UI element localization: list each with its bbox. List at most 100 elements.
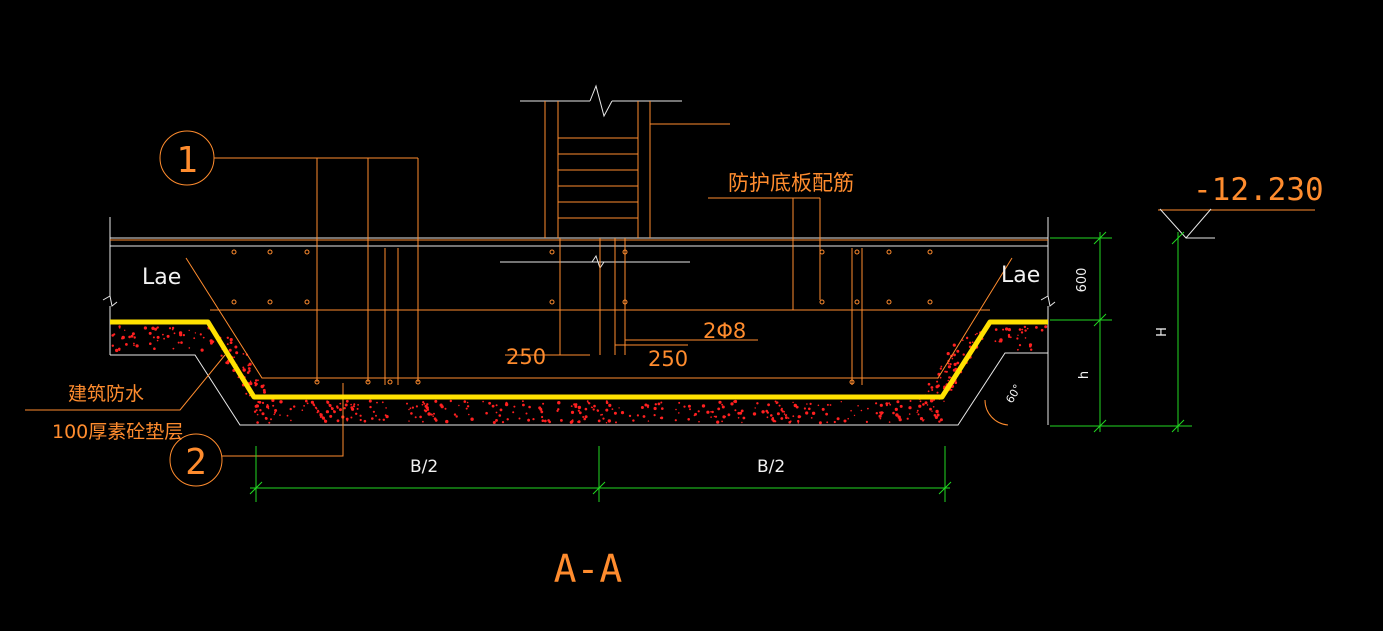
hatch-speckle — [375, 414, 377, 417]
hatch-speckle — [783, 413, 786, 415]
hatch-speckle — [499, 408, 503, 412]
hatch-speckle — [266, 405, 270, 409]
hatch-speckle — [689, 408, 691, 411]
hatch-speckle — [974, 333, 977, 336]
rebar-dot — [886, 299, 892, 305]
hatch-speckle — [422, 401, 425, 404]
hatch-speckle — [879, 403, 883, 407]
hatch-speckle — [787, 417, 790, 419]
column-stirrups — [558, 137, 638, 219]
hatch-speckle — [453, 413, 457, 416]
hatch-speckle — [947, 362, 950, 365]
hatch-speckle — [597, 419, 601, 423]
hatch-speckle — [1018, 344, 1022, 347]
hatch-speckle — [369, 405, 372, 409]
hatch-speckle — [455, 415, 458, 418]
hatch-speckle — [368, 399, 372, 403]
hatch-speckle — [258, 400, 262, 404]
hatch-speckle — [784, 414, 787, 417]
hatch-speckle — [242, 366, 245, 369]
hatch-speckle — [180, 341, 183, 344]
hatch-speckle — [734, 409, 737, 412]
protection-rebar-label: 防护底板配筋 — [728, 171, 854, 195]
left-break-mark — [102, 295, 118, 307]
hatch-speckle — [353, 403, 356, 406]
hatch-speckle — [1007, 333, 1011, 337]
hatch-speckle — [118, 326, 121, 329]
hatch-speckle — [836, 417, 840, 421]
hatch-speckle — [385, 407, 387, 409]
hatch-speckle — [421, 403, 424, 406]
hatch-speckle — [188, 329, 190, 332]
hatch-speckle — [233, 356, 236, 358]
hatch-speckle — [931, 410, 933, 412]
hatch-speckle — [661, 407, 664, 410]
hatch-speckle — [605, 400, 608, 403]
hatch-speckle — [315, 408, 318, 410]
hatch-speckle — [605, 422, 608, 424]
hatch-speckle — [1002, 328, 1005, 331]
hatch-speckle — [826, 421, 829, 424]
hatch-speckle — [578, 411, 582, 415]
hatch-speckle — [944, 370, 947, 373]
hatch-speckle — [573, 403, 576, 406]
hatch-speckle — [767, 403, 770, 407]
hatch-speckle — [271, 398, 275, 402]
hatch-speckle — [1021, 328, 1024, 331]
hatch-speckle — [716, 420, 720, 424]
hatch-speckle — [422, 420, 424, 423]
hatch-speckle — [171, 326, 175, 330]
hatch-speckle — [557, 401, 561, 405]
rebar-dot — [819, 249, 825, 255]
rebar-dot — [854, 249, 860, 255]
hatch-speckle — [182, 334, 185, 337]
cushion-label: 100厚素砼垫层 — [52, 421, 183, 443]
hatch-speckle — [934, 415, 939, 419]
hatch-speckle — [357, 404, 359, 406]
dim-H-label: H — [1155, 327, 1170, 337]
hatch-speckle — [235, 351, 239, 355]
hatch-speckle — [133, 336, 136, 339]
lae-right-label: Lae — [1001, 263, 1040, 288]
hatch-speckle — [994, 328, 998, 331]
section-title: A-A — [554, 547, 623, 591]
hatch-speckle — [254, 384, 257, 387]
hatch-speckle — [584, 415, 588, 419]
hatch-speckle — [151, 326, 155, 330]
hatch-speckle — [542, 402, 545, 405]
hatch-speckle — [654, 403, 657, 406]
hatch-speckle — [272, 404, 275, 407]
hatch-speckle — [193, 337, 196, 340]
hatch-speckle — [234, 345, 238, 349]
hatch-speckle — [857, 405, 859, 407]
hatch-speckle — [933, 414, 937, 417]
hatch-speckle — [687, 404, 691, 408]
rebar-dot — [819, 299, 825, 305]
hatch-speckle — [586, 400, 589, 403]
hatch-speckle — [588, 402, 591, 405]
hatch-speckle — [956, 349, 960, 353]
rebar-dot — [849, 379, 855, 385]
hatch-speckle — [766, 416, 769, 419]
hatch-speckle — [256, 421, 259, 424]
hatch-speckle — [255, 379, 258, 382]
hatch-speckle — [229, 338, 233, 342]
hatch-speckle — [560, 419, 563, 422]
hatch-speckle — [644, 403, 648, 407]
hatch-speckle — [345, 417, 349, 421]
hatch-speckle — [257, 379, 259, 382]
hatch-speckle — [156, 326, 159, 329]
hatch-speckle — [133, 342, 135, 345]
hatch-speckle — [286, 414, 289, 417]
hatch-speckle — [840, 401, 842, 403]
hatch-speckle — [444, 407, 447, 410]
hatch-speckle — [488, 401, 491, 405]
concrete-hatch — [111, 325, 1048, 425]
hatch-speckle — [935, 385, 939, 389]
hatch-speckle — [628, 414, 632, 418]
hatch-speckle — [408, 420, 410, 422]
hatch-speckle — [378, 418, 381, 421]
rebar-and-leaders — [25, 101, 1315, 487]
hatch-speckle — [717, 407, 721, 411]
hatch-speckle — [737, 411, 741, 415]
